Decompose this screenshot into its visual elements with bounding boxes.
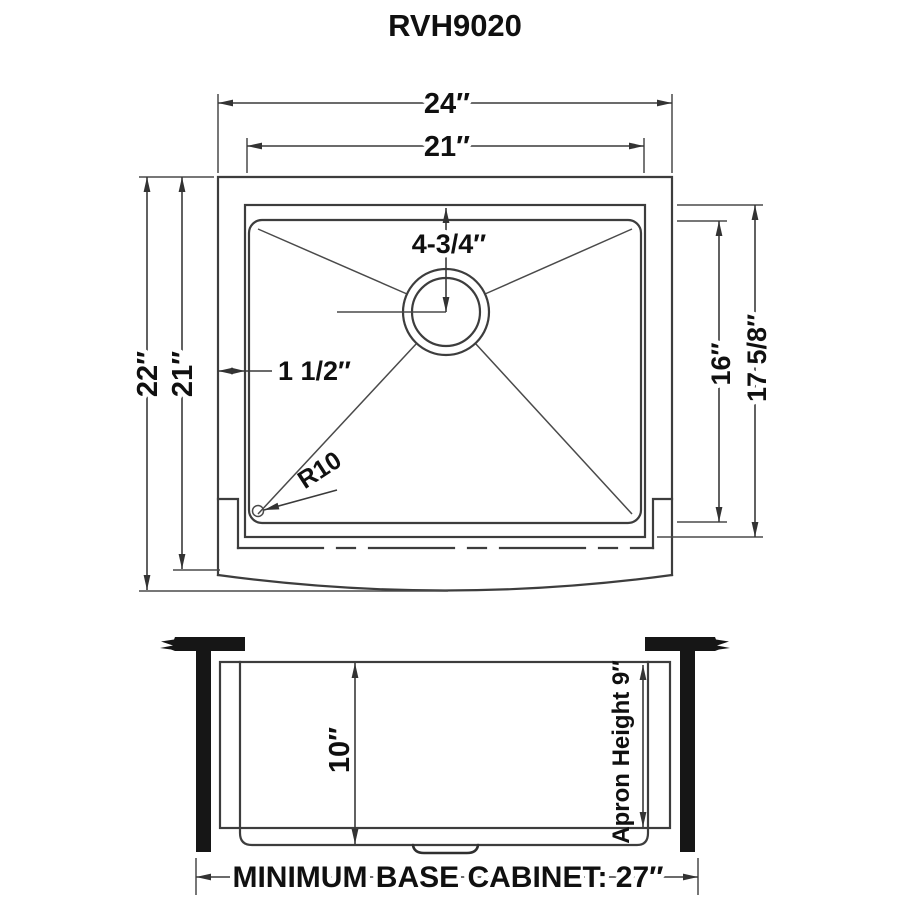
cabinet-wall-right [680, 651, 695, 852]
dim-bowl-rim-depth: 17 5/8″ [738, 205, 777, 537]
apron-curve-top-view [216, 573, 674, 592]
dim-bowl-depth: 10″ [324, 663, 359, 844]
crease-top-right [484, 228, 633, 295]
dim-rim-thickness: 1 1/2″ [218, 356, 351, 386]
dim-overall-width-label: 24″ [424, 88, 470, 120]
dim-rim-thickness-label: 1 1/2″ [278, 356, 351, 386]
top-view: 24″ 21″ 22″ 21″ 16″ 17 5/8″ 4-3/ [128, 84, 777, 592]
crease-bottom-right [474, 342, 633, 515]
dim-bowl-width-label: 21″ [424, 131, 470, 163]
dim-drain-offset-label: 4-3/4″ [412, 229, 487, 259]
countertop-right [645, 637, 730, 651]
dim-apron-height: Apron Height 9″ [608, 660, 647, 844]
dim-base-cabinet: MINIMUM BASE CABINET: 27″ [195, 857, 699, 899]
dim-bowl-width: 21″ [247, 127, 644, 168]
dim-bowl-rim-depth-label: 17 5/8″ [742, 314, 772, 402]
dim-bowl-inner-depth: 16″ [702, 221, 741, 522]
corner-radius-label: R10 [293, 446, 347, 494]
dim-overall-depth: 22″ [128, 177, 169, 590]
dim-overall-width: 24″ [218, 84, 672, 125]
ext-24 [217, 94, 673, 173]
dim-bowl-depth-label: 10″ [324, 727, 356, 773]
radius-center-mark [251, 504, 265, 518]
front-view: 10″ Apron Height 9″ MINIMUM BASE CABINET… [160, 637, 730, 899]
corner-radius-callout: R10 [251, 446, 347, 518]
right-notch [651, 497, 674, 550]
dim-overall-depth-label: 22″ [132, 351, 164, 397]
countertop-left [160, 637, 245, 651]
crease-bottom-left [257, 342, 418, 515]
model-title: RVH9020 [388, 8, 522, 43]
dim-drain-offset: 4-3/4″ [407, 208, 491, 312]
drain-fitting [411, 843, 480, 855]
dim-bowl-inner-depth-label: 16″ [706, 342, 736, 385]
left-notch [216, 497, 240, 550]
dim-base-cabinet-label: MINIMUM BASE CABINET: 27″ [232, 861, 663, 894]
dim-depth-to-apron: 21″ [163, 177, 204, 569]
apron-panel [238, 660, 650, 847]
dim-apron-height-label: Apron Height 9″ [608, 660, 635, 844]
cabinet-wall-left [196, 651, 211, 852]
sink-body [218, 660, 672, 830]
crease-top-left [257, 228, 408, 295]
dim-depth-to-apron-label: 21″ [167, 351, 199, 397]
outer-outline [216, 175, 674, 577]
